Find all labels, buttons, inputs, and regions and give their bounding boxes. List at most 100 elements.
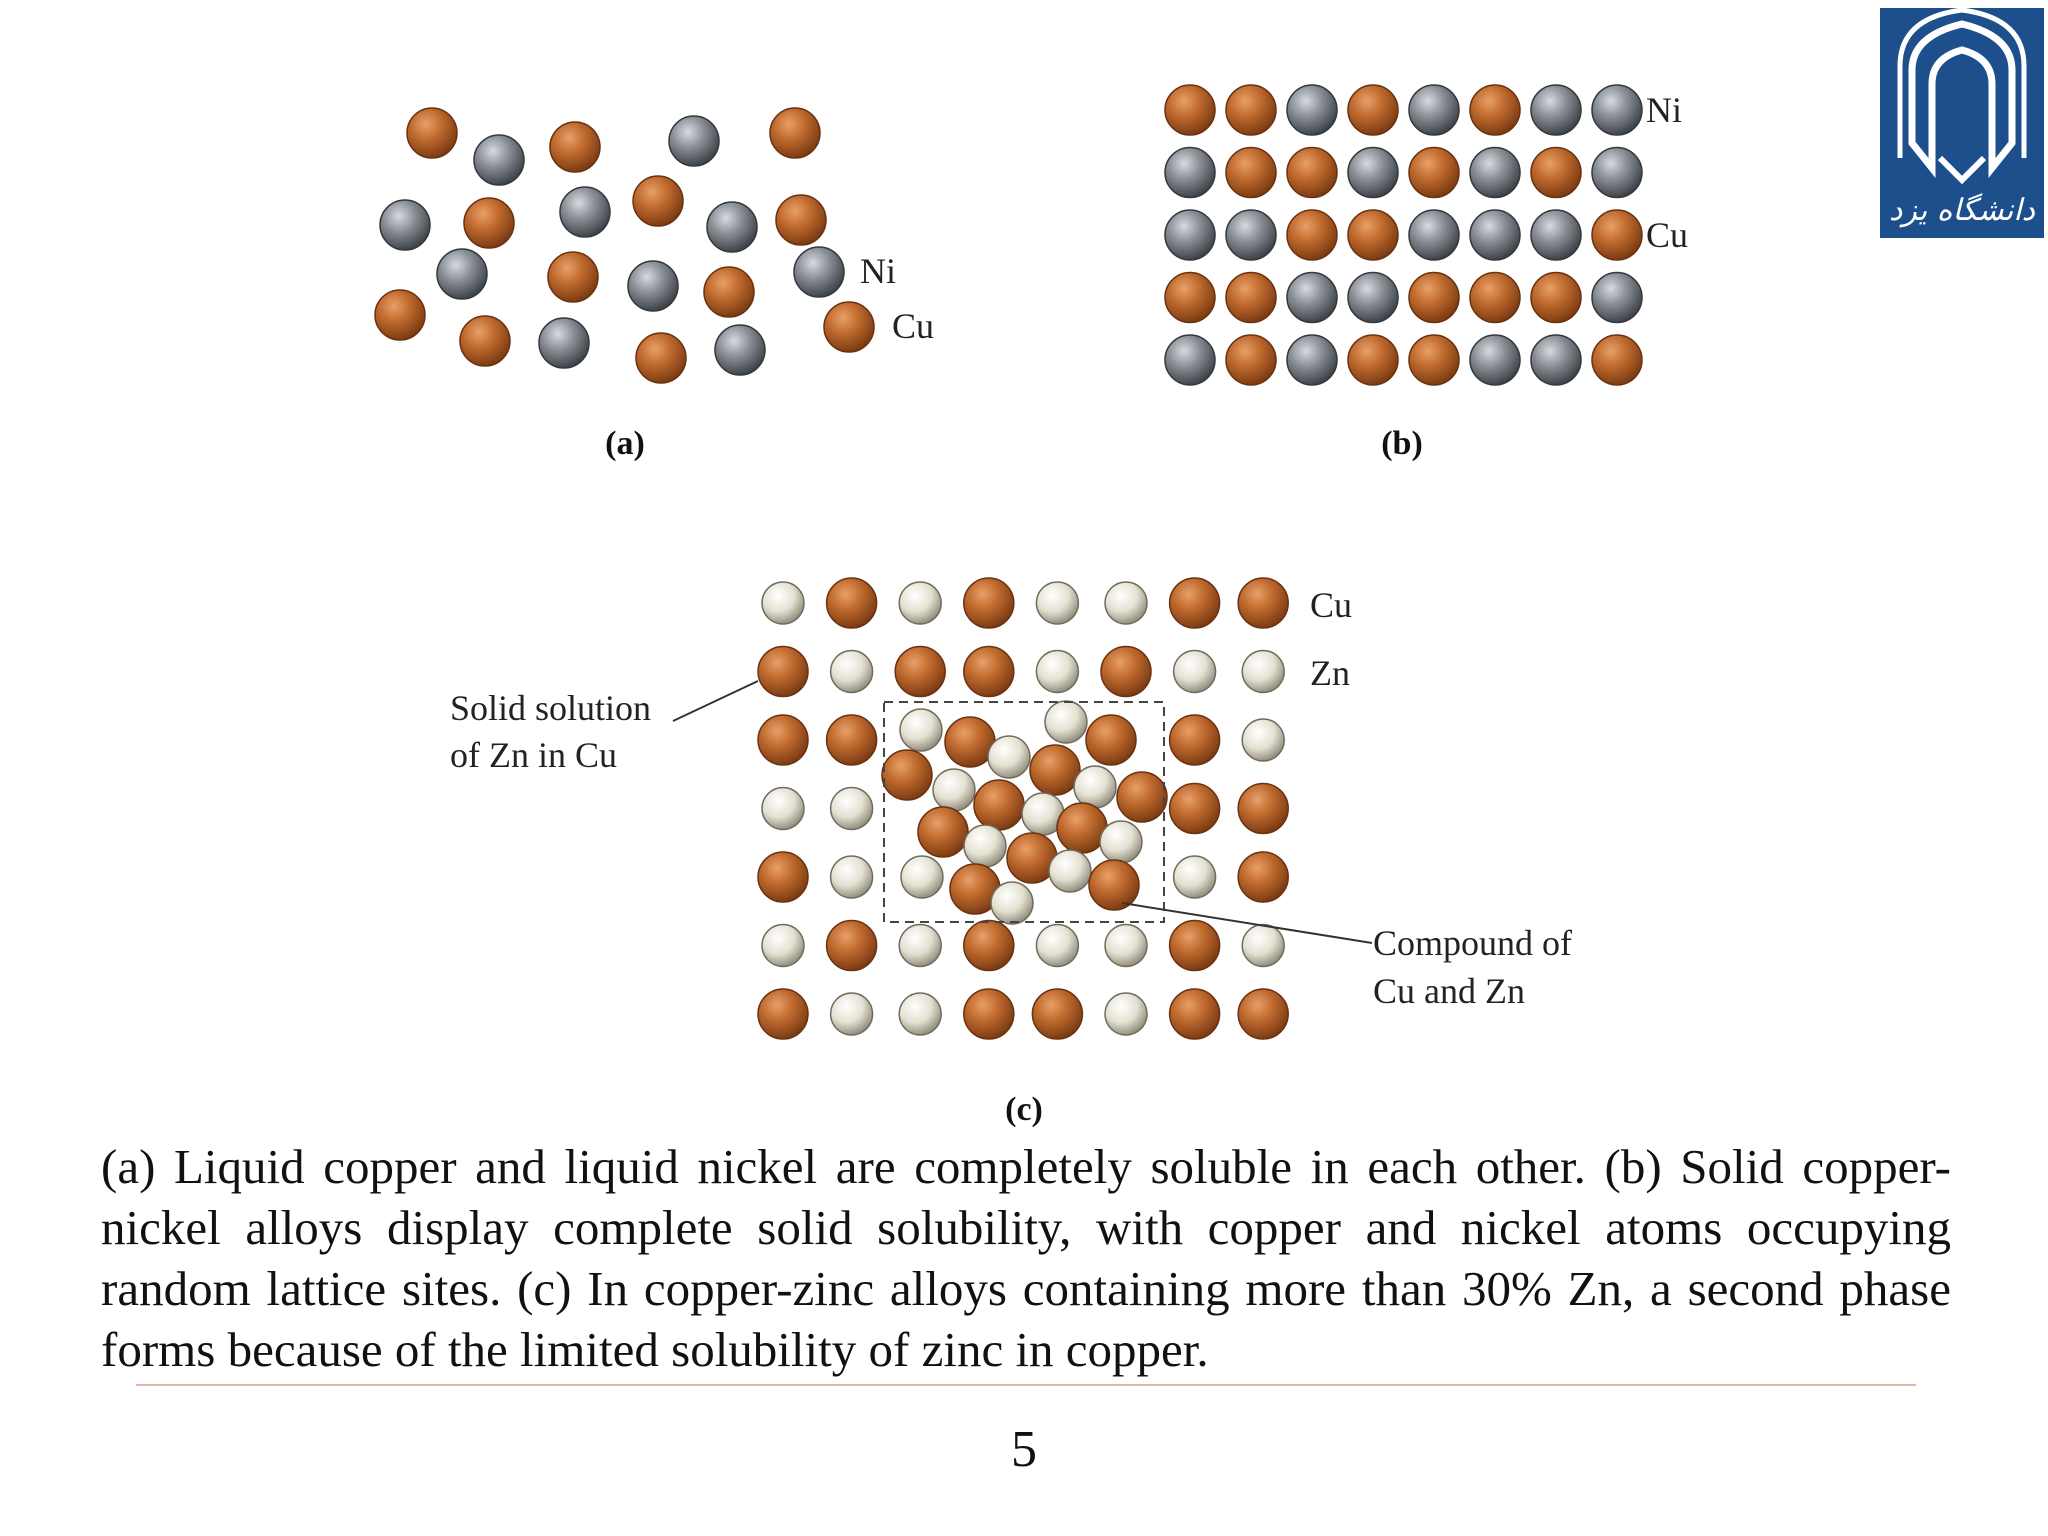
copper-atom [703,266,755,318]
nickel-atom [1347,271,1399,324]
copper-atom [1408,271,1460,324]
copper-atom [1237,577,1289,629]
zinc-atom [1104,923,1148,968]
copper-atom [1591,209,1643,261]
nickel-atom [1408,84,1460,136]
panel-b-legend-ni: Ni [1646,90,1682,130]
copper-atom [1408,334,1460,386]
zinc-atom [1073,765,1117,809]
nickel-atom [1408,209,1460,261]
zinc-atom [898,581,942,625]
zinc-atom [1035,923,1080,968]
nickel-atom [793,246,845,298]
nickel-atom [668,115,720,167]
panel-b-label: (b) [1381,425,1423,462]
copper-atom [1168,782,1221,835]
zinc-atom [761,581,805,625]
nickel-atom [1591,84,1643,136]
zinc-atom [1172,855,1217,899]
copper-atom [917,806,969,858]
nickel-atom [1591,146,1643,199]
zinc-atom [1241,718,1285,762]
nickel-atom [706,201,758,253]
copper-atom [463,197,515,249]
copper-atom [963,645,1015,698]
copper-atom [1237,988,1289,1040]
copper-atom [1225,334,1277,386]
nickel-atom [379,199,431,251]
copper-atom [1168,919,1221,972]
copper-atom [825,919,878,972]
nickel-atom [1530,84,1582,136]
zinc-atom [829,786,874,831]
zinc-atom [829,649,874,694]
copper-atom [963,988,1015,1040]
zinc-atom [1104,581,1148,625]
copper-atom [894,645,946,698]
compound-boundary-box [883,701,1165,923]
copper-atom [1116,771,1168,823]
nickel-atom [1286,271,1338,324]
nickel-atom [1164,146,1216,199]
panel-b-cu-ni-lattice [1164,84,1643,386]
zinc-atom [900,855,944,899]
compound-label-line1: Compound of [1373,923,1572,963]
nickel-atom [1286,84,1338,136]
copper-atom [757,988,809,1040]
copper-atom [635,332,687,384]
zinc-atom [1099,820,1143,864]
copper-atom [1168,988,1221,1040]
copper-atom [459,315,511,367]
nickel-atom [1530,209,1582,261]
copper-atom [374,289,426,341]
copper-atom [823,301,875,353]
copper-atom [1408,146,1460,199]
zinc-atom [1048,849,1092,893]
zinc-atom [899,708,943,752]
page-number: 5 [1011,1421,1037,1478]
university-emblem-icon: دانشگاه یزد [1889,7,2036,228]
zinc-atom [761,923,805,968]
zinc-atom [990,881,1034,925]
panel-a-liquid-atoms [374,107,875,384]
footer-divider [136,1384,1916,1386]
copper-atom [1056,802,1108,854]
copper-atom [1347,84,1399,136]
nickel-atom [538,317,590,369]
copper-atom [1031,988,1084,1040]
panel-b-legend-cu: Cu [1646,215,1688,255]
nickel-atom [1347,146,1399,199]
copper-atom [881,749,933,801]
copper-atom [1168,714,1221,766]
copper-atom [825,714,878,766]
zinc-atom [963,824,1007,868]
copper-atom [825,577,878,629]
nickel-atom [559,186,611,238]
nickel-atom [436,248,488,300]
zinc-atom [1044,700,1088,744]
panel-c-legend-zn: Zn [1310,653,1350,693]
copper-atom [1347,209,1399,261]
zinc-atom [898,923,942,968]
panel-a-legend-ni: Ni [860,251,896,291]
nickel-atom [627,260,679,312]
nickel-atom [1469,146,1521,199]
solid-solution-label-line1: Solid solution [450,688,651,728]
zinc-atom [898,992,942,1036]
solid-solution-label-line2: of Zn in Cu [450,735,617,775]
copper-atom [1530,146,1582,199]
zinc-atom [1241,649,1285,694]
zinc-atom [761,786,805,831]
copper-atom [1168,577,1221,629]
compound-label-line2: Cu and Zn [1373,971,1525,1011]
zinc-atom [1035,581,1080,625]
copper-atom [1469,84,1521,136]
copper-atom [757,851,809,903]
copper-atom [1225,271,1277,324]
copper-atom [757,645,809,698]
zinc-atom [1035,649,1080,694]
copper-atom [1237,851,1289,903]
figure-caption: (a) Liquid copper and liquid nickel are … [101,1139,1951,1377]
copper-atom [769,107,821,159]
